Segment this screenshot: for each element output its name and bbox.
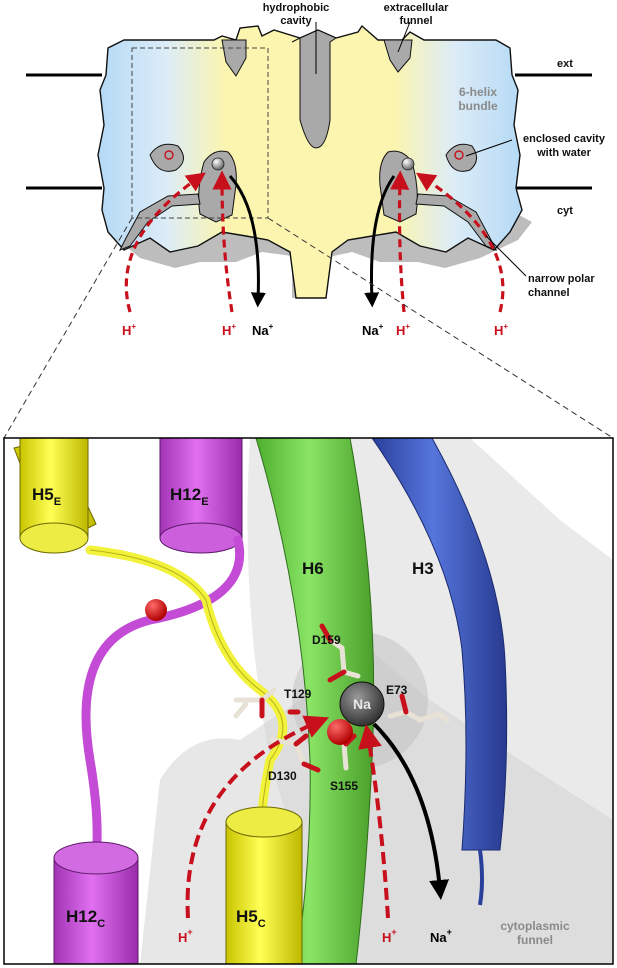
callout-lines	[315, 21, 527, 277]
residue-d159: D159	[312, 633, 341, 647]
proton-arrows-bottom	[185, 715, 390, 919]
proton-label-2: H+	[222, 322, 236, 338]
svg-text:H+: H+	[122, 322, 136, 338]
sodium-atom-label: Na	[353, 696, 371, 712]
membrane-lines	[26, 73, 592, 190]
svg-text:Na+: Na+	[252, 322, 274, 338]
zoom-box	[131, 47, 269, 219]
na-arrows-top	[228, 175, 396, 308]
h5e-label: H5E	[32, 485, 61, 508]
enclosed-cavity-left	[149, 143, 184, 172]
cytoplasmic-funnel-label-1: cytoplasmic	[500, 919, 570, 933]
six-helix-bundle-label-2: bundle	[458, 99, 498, 113]
svg-text:H+: H+	[396, 322, 410, 338]
zoom-panel: Na	[3, 437, 614, 965]
proton-label-3: H+	[396, 322, 410, 338]
enclosed-cavity-label-2: with water	[536, 147, 592, 159]
six-helix-bundle-label-1: 6-helix	[459, 85, 497, 99]
sodium-label-2: Na+	[362, 322, 384, 338]
helix-h12e	[159, 438, 243, 554]
residue-s155: S155	[330, 779, 358, 793]
water-molecule-site	[327, 719, 353, 745]
helix-h5c	[225, 806, 303, 964]
sodium-arrow-bottom	[372, 722, 450, 900]
sodium-label-1: Na+	[252, 322, 274, 338]
water-molecule-loop	[145, 599, 167, 621]
extracellular-funnel-label-1: extracellular	[384, 2, 450, 14]
residue-e73: E73	[386, 683, 408, 697]
enclosed-cavity-label-1: enclosed cavity	[523, 133, 606, 145]
h3-label: H3	[412, 559, 434, 578]
h5c-label: H5C	[236, 907, 266, 930]
helix-h5e	[13, 438, 97, 554]
sodium-label-bottom: Na+	[430, 927, 452, 945]
extracellular-funnel-left	[221, 39, 247, 77]
hydrophobic-cavity-label-1: hydrophobic	[263, 2, 330, 14]
helix-h12c	[53, 841, 139, 964]
residue-d130: D130	[268, 769, 297, 783]
narrow-polar-channel-label-1: narrow polar	[528, 273, 595, 285]
zoom-connector-lines	[3, 217, 614, 439]
proton-label-1: H+	[122, 322, 136, 338]
residue-t129: T129	[284, 687, 312, 701]
extracellular-funnel-right	[383, 39, 413, 73]
extracellular-funnel-label-2: funnel	[400, 15, 433, 27]
hydrophobic-cavity-shape	[291, 29, 338, 149]
proton-label-4: H+	[494, 322, 508, 338]
proton-arrows-top	[124, 170, 505, 313]
svg-text:Na+: Na+	[362, 322, 384, 338]
svg-text:H+: H+	[494, 322, 508, 338]
svg-text:H+: H+	[222, 322, 236, 338]
cytoplasmic-funnel-label-2: funnel	[517, 933, 553, 947]
enclosed-cavity-right	[445, 143, 477, 172]
cyt-label: cyt	[557, 205, 573, 217]
narrow-polar-channel-label-2: channel	[528, 287, 570, 299]
loop-h12	[81, 535, 245, 861]
helix-h6	[255, 438, 375, 964]
hydrophobic-cavity-label-2: cavity	[280, 15, 312, 27]
h6-label: H6	[302, 559, 324, 578]
h12e-label: H12E	[170, 485, 209, 508]
ext-label: ext	[557, 58, 573, 70]
h12c-label: H12C	[66, 907, 105, 930]
proton-label-bottom-1: H+	[178, 927, 193, 945]
proton-label-bottom-2: H+	[382, 927, 397, 945]
